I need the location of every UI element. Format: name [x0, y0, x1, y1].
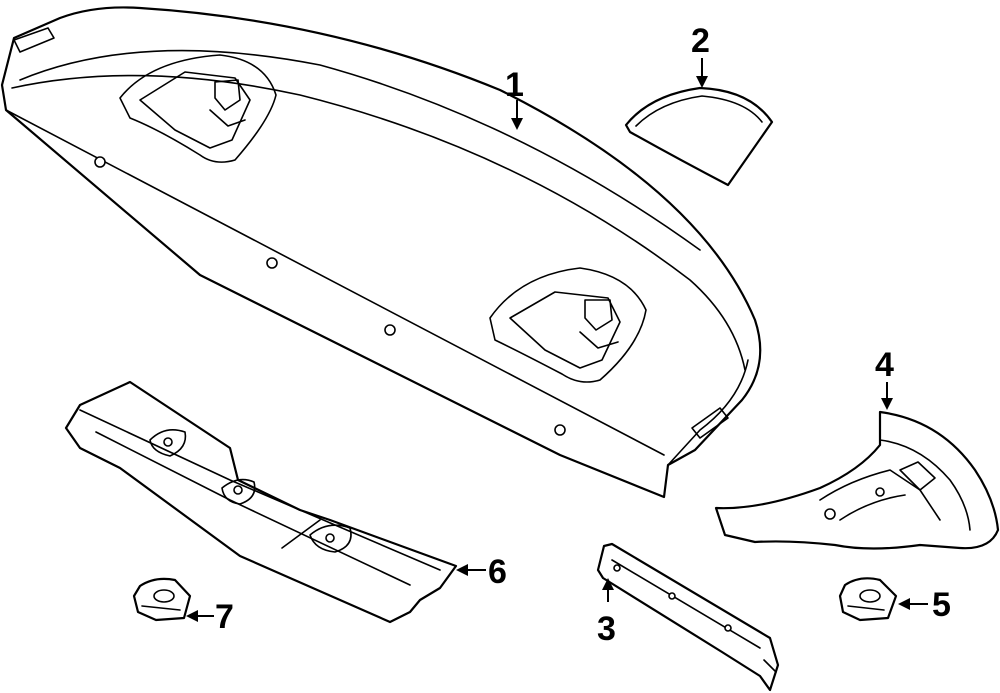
part-7-clip	[132, 577, 192, 622]
callout-7: 7	[215, 598, 234, 636]
callout-1: 1	[505, 66, 524, 104]
part-6-lower-panel	[64, 380, 458, 624]
callout-4: 4	[875, 346, 894, 384]
leader-7	[186, 610, 214, 622]
part-4-side-support	[714, 410, 1000, 550]
leader-4	[881, 382, 893, 410]
callout-2: 2	[691, 22, 710, 60]
leader-6	[456, 564, 486, 576]
callout-3: 3	[597, 610, 616, 648]
leader-2	[696, 58, 708, 88]
part-5-clip	[838, 577, 898, 622]
leader-5	[898, 598, 928, 610]
callout-6: 6	[488, 553, 507, 591]
part-3-bracket	[596, 542, 780, 692]
part-1-package-tray	[0, 6, 762, 499]
part-2-cover-pad	[624, 86, 774, 187]
callout-5: 5	[932, 586, 951, 624]
leader-1	[511, 100, 523, 130]
leader-3	[602, 578, 614, 602]
